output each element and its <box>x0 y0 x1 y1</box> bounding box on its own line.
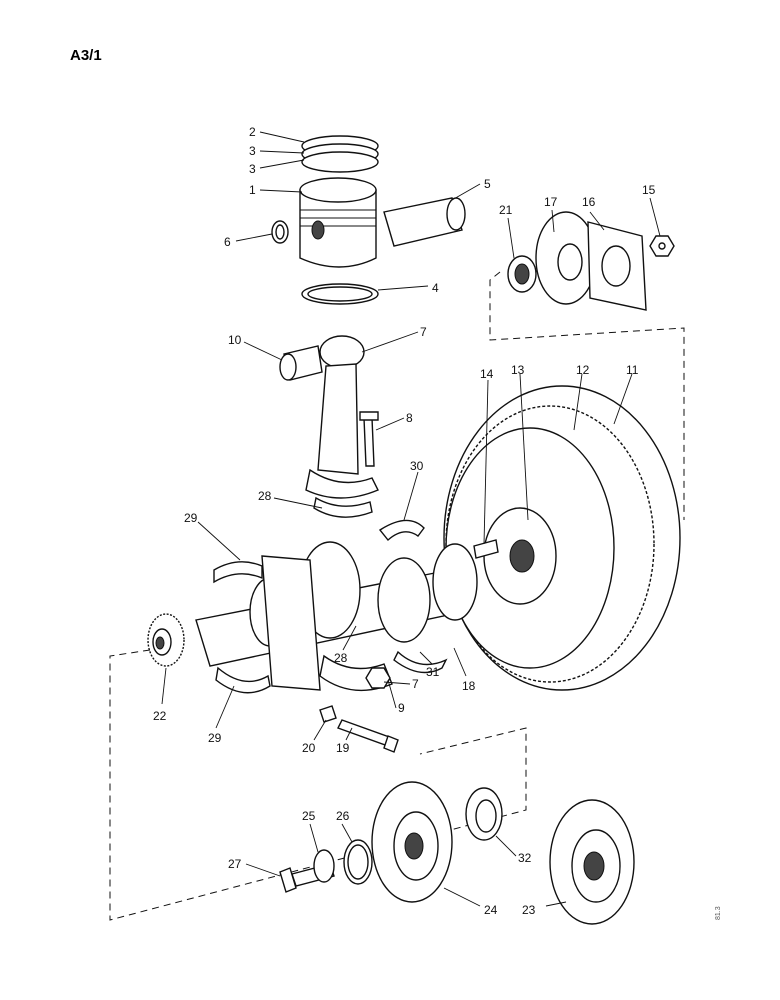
callout-label: 23 <box>522 903 536 917</box>
callout-label: 5 <box>484 177 491 191</box>
leader-lines <box>161 131 661 907</box>
callout-label: 2 <box>249 125 256 139</box>
callout-label: 31 <box>426 665 440 679</box>
callout-label: 10 <box>228 333 242 347</box>
callout-label: 9 <box>398 701 405 715</box>
callout-label: 7 <box>420 325 427 339</box>
callout-label: 28 <box>258 489 272 503</box>
crankshaft-pulley-illustration <box>371 781 453 903</box>
callout-label: 29 <box>184 511 198 525</box>
callout-label: 28 <box>334 651 348 665</box>
timing-gear-illustration <box>147 613 185 667</box>
callout-label: 30 <box>410 459 424 473</box>
gasket-plate-illustration <box>587 221 647 311</box>
washer-plate-illustration <box>319 705 337 723</box>
callout-label: 17 <box>544 195 558 209</box>
callout-label: 21 <box>499 203 513 217</box>
figure-code: 81.3 <box>715 906 722 920</box>
callout-label: 3 <box>249 144 256 158</box>
callout-label: 7 <box>412 677 419 691</box>
thrust-washer-illustration <box>378 519 448 674</box>
retainer-plate-illustration <box>535 211 597 305</box>
callout-label: 29 <box>208 731 222 745</box>
callout-label: 26 <box>336 809 350 823</box>
callout-label: 19 <box>336 741 350 755</box>
crankshaft-illustration <box>195 541 478 667</box>
circlip-illustration <box>271 220 289 244</box>
callout-label: 18 <box>462 679 476 693</box>
flywheel-dowel-illustration <box>473 539 499 559</box>
spigot-bearing-illustration <box>507 255 537 293</box>
thrust-washer-front-illustration <box>313 849 335 883</box>
oil-seal-illustration <box>465 787 503 841</box>
callout-label: 14 <box>480 367 494 381</box>
callout-label: 15 <box>642 183 656 197</box>
callout-label: 27 <box>228 857 242 871</box>
callout-label: 8 <box>406 411 413 425</box>
connecting-rod-illustration <box>305 335 379 499</box>
piston-rings-illustration <box>301 135 379 173</box>
flywheel-illustration <box>443 385 681 691</box>
alternative-pulley-illustration <box>549 799 635 925</box>
callout-label: 4 <box>432 281 439 295</box>
rod-bolt-illustration <box>359 411 379 467</box>
callout-label: 6 <box>224 235 231 249</box>
callout-label: 22 <box>153 709 167 723</box>
piston-ring-lower-illustration <box>301 283 379 305</box>
callout-label: 32 <box>518 851 532 865</box>
piston-illustration <box>299 177 377 268</box>
long-bolt-illustration <box>337 719 399 753</box>
callout-label: 16 <box>582 195 596 209</box>
o-ring-illustration <box>343 839 373 885</box>
small-end-bush-illustration <box>279 345 323 381</box>
big-end-bearing-illustration <box>313 496 373 518</box>
callout-label: 11 <box>626 363 639 377</box>
assembly-line-flywheel <box>489 271 685 520</box>
callout-label: 13 <box>511 363 525 377</box>
nut-illustration <box>649 235 675 257</box>
callout-label: 3 <box>249 162 256 176</box>
main-bearing-cap-illustration <box>261 555 321 691</box>
callout-label: 1 <box>249 183 256 197</box>
gudgeon-pin-illustration <box>383 197 466 247</box>
rod-nut-illustration <box>365 667 391 689</box>
page-reference: A3/1 <box>70 47 102 64</box>
callout-label: 12 <box>576 363 590 377</box>
callout-label: 25 <box>302 809 316 823</box>
callout-label: 20 <box>302 741 316 755</box>
main-bearing-shells-illustration <box>213 561 271 694</box>
callout-label: 24 <box>484 903 498 917</box>
